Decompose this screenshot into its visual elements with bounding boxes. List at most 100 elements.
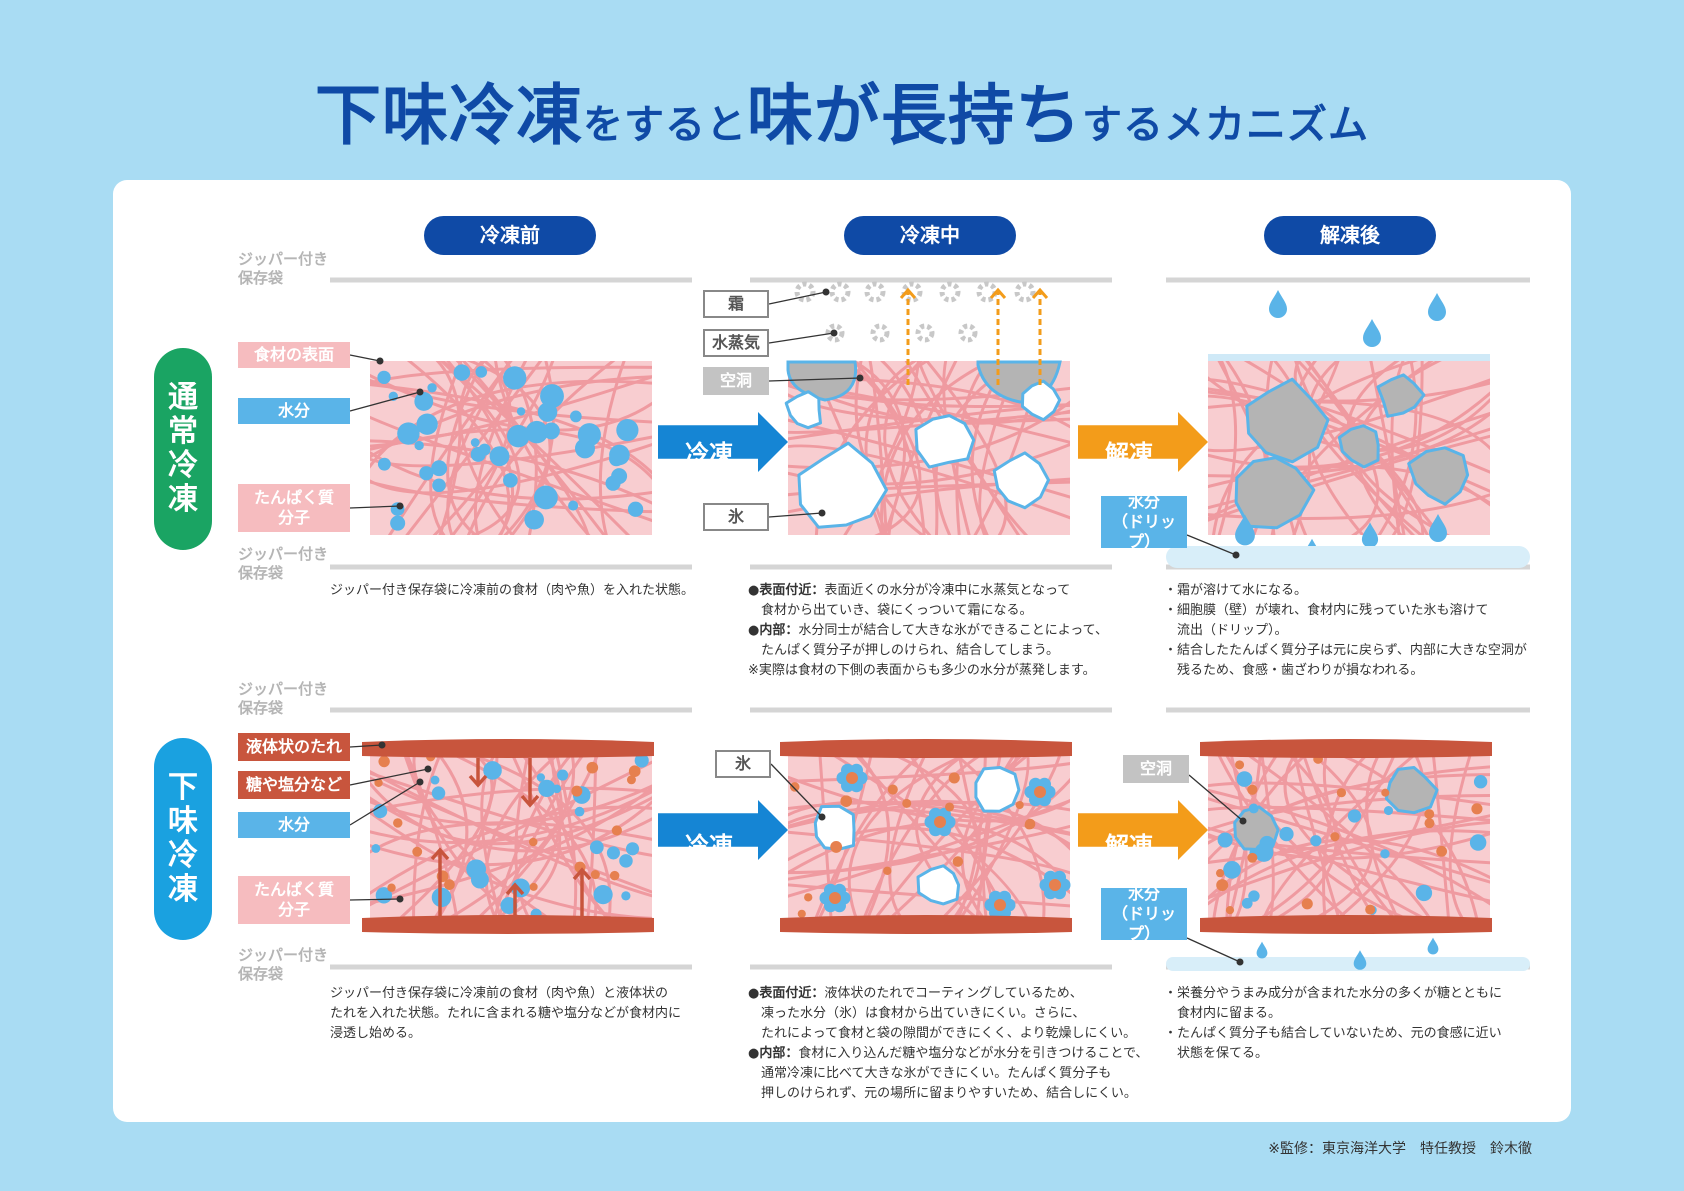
protein-fiber bbox=[370, 480, 652, 514]
leader-dot bbox=[1236, 958, 1244, 966]
description-line: 浸透し始める。 bbox=[330, 1026, 422, 1041]
label-water: 水分 bbox=[238, 398, 350, 424]
column-header-before-freezing: 冷凍前 bbox=[424, 216, 596, 255]
leader-line bbox=[770, 763, 823, 818]
sugar-salt-particle bbox=[797, 909, 806, 918]
water-molecule bbox=[1248, 803, 1259, 814]
water-drip bbox=[1428, 293, 1446, 321]
sugar-salt-particle bbox=[883, 866, 892, 876]
vapor-particle bbox=[870, 323, 890, 343]
frost-particle bbox=[939, 281, 961, 303]
description-line: ●内部：水分同士が結合して大きな氷ができることによって、 bbox=[748, 623, 1109, 638]
sugar-salt-particle bbox=[626, 775, 636, 785]
leader-line bbox=[349, 354, 381, 362]
protein-fiber bbox=[1208, 434, 1490, 522]
sugar-salt-particle bbox=[528, 837, 538, 847]
row-label-text: 下味冷凍 bbox=[168, 770, 198, 907]
label-ice: 氷 bbox=[703, 503, 769, 531]
sauce-coating bbox=[1200, 739, 1492, 758]
cavity bbox=[786, 360, 858, 402]
sauce-coating bbox=[780, 915, 1072, 934]
water-molecule bbox=[1415, 884, 1433, 902]
sugar-salt-particle bbox=[1301, 898, 1313, 910]
leader-dot bbox=[416, 778, 424, 786]
water-molecule bbox=[414, 440, 424, 451]
protein-fiber bbox=[370, 365, 652, 385]
sugar-salt-particle bbox=[444, 879, 455, 890]
leader-line bbox=[768, 291, 827, 305]
label-frost: 霜 bbox=[703, 290, 769, 318]
protein-fiber bbox=[554, 751, 578, 921]
cavity bbox=[1234, 456, 1316, 530]
bound-water-cluster bbox=[819, 883, 851, 913]
protein-fiber bbox=[1208, 805, 1490, 822]
sugar-salt-particle bbox=[393, 818, 403, 828]
protein-fiber bbox=[1208, 814, 1490, 864]
water-molecule bbox=[536, 773, 546, 782]
sugar-salt-particle bbox=[948, 772, 960, 784]
protein-fiber bbox=[370, 770, 652, 898]
sugar-salt-particle bbox=[609, 870, 620, 881]
water-drip bbox=[1269, 290, 1287, 318]
ice-crystal bbox=[992, 451, 1050, 510]
sugar-salt-particle bbox=[1424, 809, 1435, 819]
description-line: ●内部：食材に入り込んだ糖や塩分などが水分を引きつけることで、 bbox=[748, 1046, 1149, 1061]
description-marinade-during: ●表面付近：液体状のたれでコーティングしているため、 凍った水分（氷）は食材から… bbox=[748, 984, 1148, 1104]
description-line: 食材から出ていき、袋にくっついて霜になる。 bbox=[748, 603, 1033, 618]
protein-fibers bbox=[1208, 751, 1490, 921]
sugar-salt-particle bbox=[1034, 786, 1046, 798]
leader-dot bbox=[856, 374, 864, 382]
label-water: 水分 bbox=[238, 812, 350, 838]
leader-line bbox=[349, 768, 429, 786]
sugar-salt-particle bbox=[1215, 869, 1225, 878]
food-before-marinade bbox=[370, 751, 652, 921]
water-drip bbox=[1429, 514, 1447, 542]
water-molecule bbox=[466, 859, 487, 880]
vapor-particle bbox=[958, 323, 978, 343]
protein-fiber bbox=[1208, 788, 1490, 906]
water-molecule bbox=[552, 784, 562, 794]
frost-particle bbox=[829, 281, 851, 303]
description-line: ・細胞膜（壁）が壊れ、食材内に残っていた氷も溶けて bbox=[1164, 603, 1489, 618]
description-line: 凍った水分（氷）は食材から出ていきにくい。さらに、 bbox=[748, 1006, 1086, 1021]
sugar-salt-particle bbox=[1024, 820, 1034, 830]
leader-line bbox=[349, 505, 401, 509]
description-line: 残るため、食感・歯ざわりが損なわれる。 bbox=[1164, 663, 1424, 678]
bound-water-cluster bbox=[924, 807, 956, 837]
water-molecule bbox=[431, 460, 448, 477]
food-during-normal bbox=[784, 360, 1070, 535]
thaw-water-layer bbox=[1208, 354, 1490, 362]
bag-label: ジッパー付き保存袋 bbox=[238, 946, 329, 983]
water-molecule bbox=[475, 366, 488, 378]
bound-water-cluster bbox=[1039, 870, 1071, 900]
description-line: たれを入れた状態。たれに含まれる糖や塩分などが食材内に bbox=[330, 1006, 682, 1021]
water-drip bbox=[1363, 319, 1381, 347]
sugar-salt-particle bbox=[902, 798, 912, 808]
sugar-salt-particle bbox=[1424, 818, 1435, 829]
description-marinade-after: ・栄養分やうまみ成分が含まれた水分の多くが糖とともに 食材内に留まる。・たんぱく… bbox=[1164, 984, 1502, 1064]
sugar-salt-particle bbox=[1225, 906, 1235, 915]
bound-water-cluster bbox=[1024, 777, 1056, 807]
label-food-surface: 食材の表面 bbox=[238, 342, 350, 368]
thaw-arrow-label: 解凍 bbox=[1105, 440, 1153, 468]
water-molecule bbox=[483, 761, 502, 780]
label-cavity: 空洞 bbox=[1123, 755, 1189, 783]
description-line: ・たんぱく質分子も結合していないため、元の食感に近い bbox=[1164, 1026, 1502, 1041]
frost-particle bbox=[901, 281, 923, 303]
drip-puddle bbox=[1166, 546, 1530, 568]
sauce-coating bbox=[1200, 915, 1492, 934]
label-drip: 水分（ドリップ） bbox=[1101, 884, 1187, 943]
water-molecule bbox=[533, 485, 558, 510]
food-during-marinade bbox=[788, 751, 1071, 921]
sugar-salt-particle bbox=[529, 882, 538, 891]
vapor-particle bbox=[825, 323, 845, 343]
label-cavity: 空洞 bbox=[703, 367, 769, 395]
water-molecule bbox=[1254, 842, 1274, 862]
leader-dot bbox=[378, 741, 386, 749]
label-sugar-salt: 糖や塩分など bbox=[238, 771, 350, 799]
water-molecule bbox=[377, 457, 391, 471]
water-molecule bbox=[431, 786, 446, 800]
protein-fiber bbox=[503, 361, 555, 535]
protein-fiber bbox=[1304, 361, 1430, 535]
water-molecule bbox=[1217, 832, 1233, 848]
